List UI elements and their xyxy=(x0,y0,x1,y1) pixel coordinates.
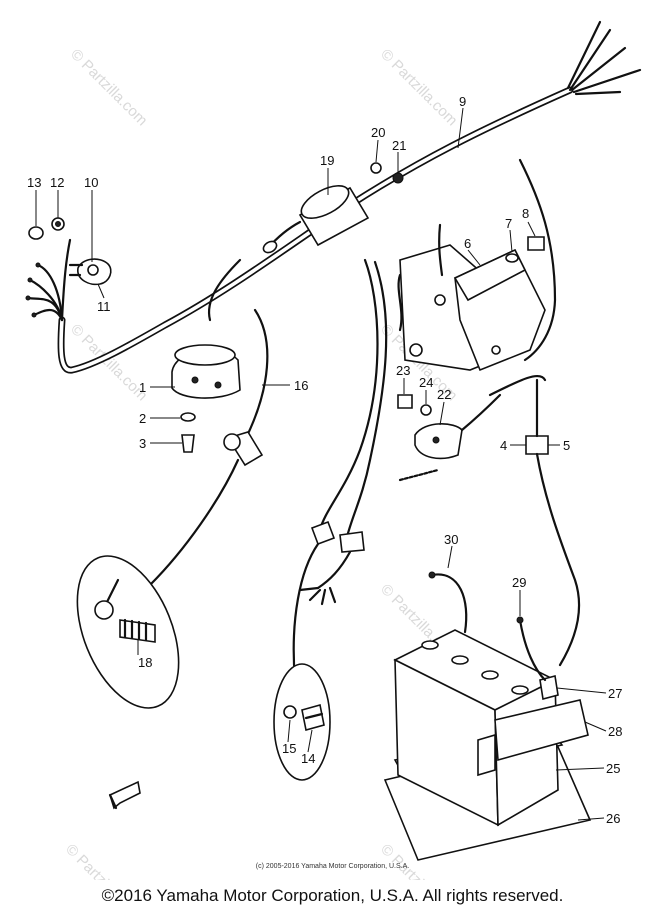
callout-25: 25 xyxy=(606,761,620,776)
callout-7: 7 xyxy=(505,216,512,231)
left-wire-bundle xyxy=(25,238,72,322)
callout-28: 28 xyxy=(608,724,622,739)
inset-sensor-detail xyxy=(76,555,180,709)
sensor-wire xyxy=(148,258,269,587)
wiring-diagram: © Partzilla.com © Partzilla.com © Partzi… xyxy=(25,20,642,880)
callout-26: 26 xyxy=(606,811,620,826)
callout-6: 6 xyxy=(464,236,471,251)
leader-lines xyxy=(35,107,607,821)
callout-22: 22 xyxy=(437,387,451,402)
callout-23: 23 xyxy=(396,363,410,378)
callout-14: 14 xyxy=(301,751,315,766)
callout-1: 1 xyxy=(139,380,146,395)
watermark-text: © Partzilla.com xyxy=(62,841,145,880)
callout-30: 30 xyxy=(444,532,458,547)
callout-29: 29 xyxy=(512,575,526,590)
watermark-text: © Partzilla.com xyxy=(377,46,460,129)
callout-labels: 13 12 10 11 9 19 20 21 6 7 8 1 2 3 16 23… xyxy=(27,94,622,826)
front-arrow-icon xyxy=(108,780,141,810)
main-wire-harness xyxy=(57,20,642,374)
callout-13: 13 xyxy=(27,175,41,190)
copyright-notice: ©2016 Yamaha Motor Corporation, U.S.A. A… xyxy=(101,886,564,905)
switch-assembly xyxy=(28,217,112,286)
callout-20: 20 xyxy=(371,125,385,140)
callout-8: 8 xyxy=(522,206,529,221)
callout-3: 3 xyxy=(139,436,146,451)
horn-component xyxy=(171,344,241,453)
callout-5: 5 xyxy=(563,438,570,453)
sensor-22-assembly xyxy=(397,375,547,482)
callout-11: 11 xyxy=(97,299,111,314)
callout-16: 16 xyxy=(294,378,308,393)
battery-assembly xyxy=(383,571,592,861)
callout-15: 15 xyxy=(282,741,296,756)
inset-detail-14-15 xyxy=(273,663,331,781)
relay-component xyxy=(262,162,404,254)
callout-19: 19 xyxy=(320,153,334,168)
callout-12: 12 xyxy=(50,175,64,190)
center-wire-bundle xyxy=(292,258,388,682)
callout-27: 27 xyxy=(608,686,622,701)
callout-10: 10 xyxy=(84,175,98,190)
callout-9: 9 xyxy=(459,94,466,109)
callout-24: 24 xyxy=(419,375,433,390)
callout-18: 18 xyxy=(138,655,152,670)
watermark-text: © Partzilla.com xyxy=(67,46,150,129)
copyright-small: (c) 2005-2016 Yamaha Motor Corporation, … xyxy=(255,863,410,870)
connector-4-5 xyxy=(525,378,581,667)
callout-21: 21 xyxy=(392,138,406,153)
rectifier-assembly xyxy=(397,158,557,372)
callout-4: 4 xyxy=(500,438,507,453)
callout-2: 2 xyxy=(139,411,146,426)
